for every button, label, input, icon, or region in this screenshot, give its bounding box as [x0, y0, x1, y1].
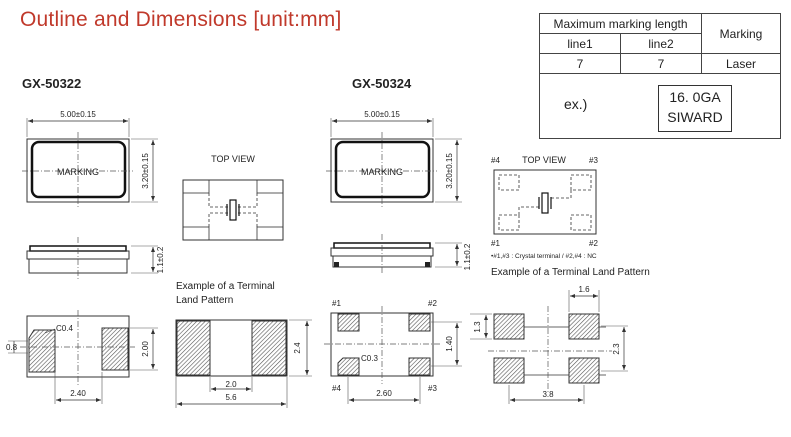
gx50324-side-view: 1.1±0.2: [330, 234, 472, 275]
gx50324-bottom-pin4: #4: [332, 384, 341, 393]
gx50322-pitch-v: 2.00: [141, 341, 150, 357]
gx50324-pitch-h: 2.60: [376, 389, 392, 398]
gx50322-land-title-1: Example of a Terminal: [176, 281, 275, 292]
line2-value: 7: [620, 53, 702, 74]
gx50322-land-height: 2.4: [293, 342, 302, 354]
marking-example-cell: ex.) 16. 0GA SIWARD: [539, 73, 781, 139]
gx50324-top-pin4: #4: [491, 156, 500, 165]
gx50324-bottom-pin3: #3: [428, 384, 437, 393]
gx50322-top-view: TOP VIEW: [182, 154, 284, 241]
line1-header: line1: [539, 33, 621, 54]
gx50324-land-bottom: 3.8: [542, 390, 554, 399]
gx50324-top-pin2: #2: [589, 239, 598, 248]
marking-header: Marking: [701, 13, 781, 54]
example-label: ex.): [564, 96, 588, 112]
gx50324-height-dim: 3.20±0.15: [445, 153, 454, 189]
gx50322-top-outline: MARKING 5.00±0.15 3.20±0.15: [22, 110, 158, 208]
gx50324-thickness-dim: 1.1±0.2: [463, 243, 472, 270]
gx50324-top-view-label: TOP VIEW: [522, 155, 566, 165]
gx50324-marking-text: MARKING: [361, 167, 403, 177]
gx50322-pitch-h: 2.40: [70, 389, 86, 398]
gx50322-height-dim: 3.20±0.15: [141, 153, 150, 189]
line2-header: line2: [620, 33, 702, 54]
marking-table: Maximum marking length Marking line1 lin…: [539, 13, 781, 139]
line1-value: 7: [539, 53, 621, 74]
gx50324-land-pattern: Example of a Terminal Land Pattern 1.6 1…: [470, 267, 650, 404]
gx50324-terminal-note: •#1,#3 : Crystal terminal / #2,#4 : NC: [491, 253, 597, 260]
gx50322-width-dim: 5.00±0.15: [60, 110, 96, 119]
gx50324-land-top: 1.6: [578, 285, 590, 294]
gx50322-chamfer: C0.4: [56, 324, 73, 333]
gx50324-land-left: 1.3: [473, 321, 482, 333]
gx50322-bottom-view: C0.4 0.8 2.00 2.40: [6, 310, 158, 404]
gx50322-marking-text: MARKING: [57, 167, 99, 177]
gx50324-land-title: Example of a Terminal Land Pattern: [491, 267, 650, 278]
gx50324-top-pin1: #1: [491, 239, 500, 248]
model-label-gx50324: GX-50324: [352, 76, 412, 91]
gx50322-side-view: 1.1±0.2: [26, 237, 165, 280]
gx50324-top-view: TOP VIEW #4 #3 #1 #2 •#1,#3 : Crystal te…: [491, 155, 598, 260]
example-marking-box: 16. 0GA SIWARD: [658, 85, 732, 132]
gx50322-top-view-label: TOP VIEW: [211, 154, 255, 164]
example-line2: SIWARD: [667, 109, 723, 125]
gx50322-land-total: 5.6: [225, 393, 237, 402]
gx50324-bottom-pin1: #1: [332, 299, 341, 308]
gx50324-width-dim: 5.00±0.15: [364, 110, 400, 119]
gx50322-land-title-2: Land Pattern: [176, 295, 233, 306]
gx50322-pad-height: 0.8: [6, 343, 18, 352]
model-label-gx50322: GX-50322: [22, 76, 81, 91]
gx50324-bottom-pin2: #2: [428, 299, 437, 308]
gx50322-thickness-dim: 1.1±0.2: [156, 246, 165, 273]
gx50324-pitch-v: 1.40: [445, 336, 454, 352]
example-line1: 16. 0GA: [669, 89, 721, 105]
page-title: Outline and Dimensions [unit:mm]: [20, 8, 342, 31]
gx50324-chamfer: C0.3: [361, 354, 378, 363]
gx50322-land-gap: 2.0: [225, 380, 237, 389]
gx50324-land-right: 2.3: [612, 343, 621, 355]
gx50324-top-outline: MARKING 5.00±0.15 3.20±0.15: [326, 110, 462, 208]
gx50324-top-pin3: #3: [589, 156, 598, 165]
marking-value: Laser: [701, 53, 781, 74]
gx50322-land-pattern: Example of a Terminal Land Pattern 2.0 5…: [175, 281, 312, 408]
marking-max-length-header: Maximum marking length: [539, 13, 702, 34]
gx50324-bottom-view: #1 #2 #4 #3 C0.3 1.40 2.60: [324, 299, 462, 404]
